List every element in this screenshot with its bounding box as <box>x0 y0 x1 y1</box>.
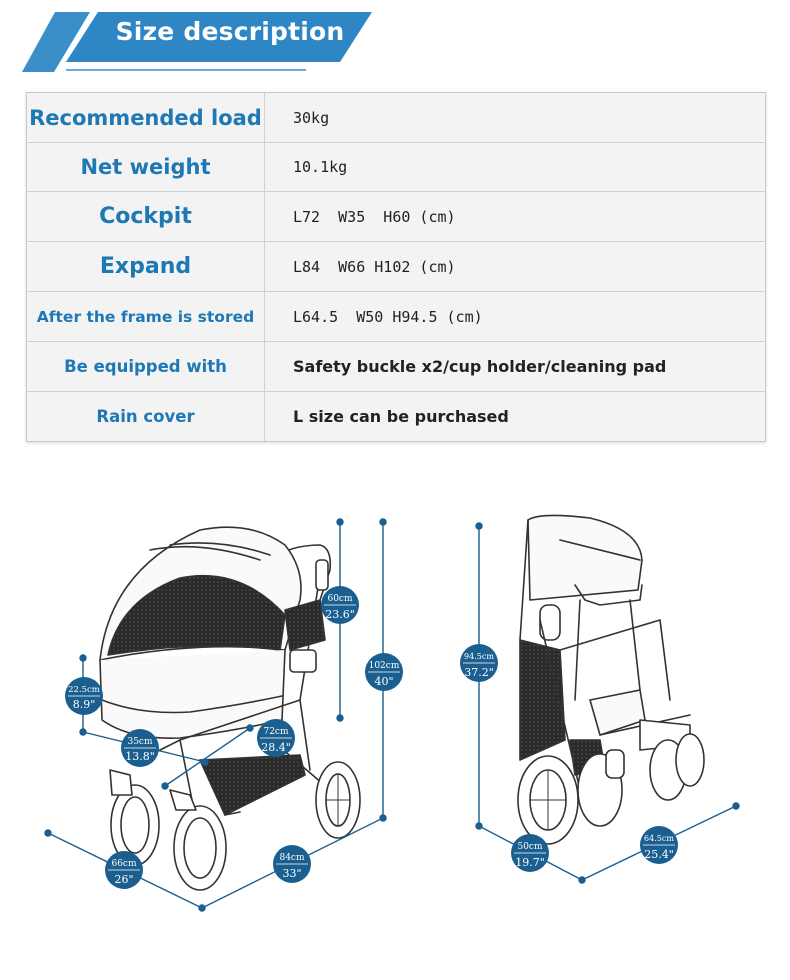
badge-folded-height: 94.5cm 37.2" <box>460 644 498 682</box>
stroller-folded-drawing <box>517 514 705 845</box>
badge-metric: 35cm <box>127 737 152 747</box>
badge-folded-length: 64.5cm 25.4" <box>640 826 678 864</box>
badge-imperial: 19.7" <box>515 856 545 869</box>
spec-row-cockpit: Cockpit L72 W35 H60 (cm) <box>27 192 765 242</box>
header-banner: Size description <box>0 0 400 80</box>
badge-imperial: 40" <box>374 675 393 688</box>
badge-total-height: 102cm 40" <box>365 653 403 691</box>
badge-metric: 60cm <box>327 594 352 604</box>
badge-total-width: 66cm 26" <box>105 851 143 889</box>
spec-label: After the frame is stored <box>27 292 265 341</box>
spec-value: 30kg <box>293 108 330 127</box>
spec-row-net-weight: Net weight 10.1kg <box>27 142 765 192</box>
badge-total-length: 84cm 33" <box>273 845 311 883</box>
spec-label: Be equipped with <box>27 342 265 391</box>
badge-metric: 94.5cm <box>464 652 494 661</box>
badge-metric: 66cm <box>111 859 136 869</box>
spec-value: L72 W35 H60 (cm) <box>293 207 456 226</box>
badge-imperial: 37.2" <box>464 666 494 679</box>
badge-metric: 22.5cm <box>68 685 100 695</box>
badge-metric: 84cm <box>279 853 304 863</box>
spec-label: Expand <box>27 242 265 291</box>
spec-row-folded: After the frame is stored L64.5 W50 H94.… <box>27 292 765 342</box>
badge-height-side: 22.5cm 8.9" <box>65 677 103 715</box>
badge-metric: 102cm <box>369 661 400 671</box>
spec-row-equipped: Be equipped with Safety buckle x2/cup ho… <box>27 342 765 392</box>
spec-value: L64.5 W50 H94.5 (cm) <box>293 307 483 326</box>
badge-imperial: 28.4" <box>261 741 291 754</box>
badge-folded-width: 50cm 19.7" <box>511 834 549 872</box>
spec-value: Safety buckle x2/cup holder/cleaning pad <box>293 357 667 376</box>
spec-label: Cockpit <box>27 192 265 241</box>
badge-metric: 50cm <box>517 842 542 852</box>
spec-value: L size can be purchased <box>293 407 509 426</box>
badge-imperial: 25.4" <box>644 848 674 861</box>
spec-row-expand: Expand L84 W66 H102 (cm) <box>27 242 765 292</box>
spec-row-rain-cover: Rain cover L size can be purchased <box>27 392 765 441</box>
banner-shape <box>22 12 372 72</box>
stroller-illustrations: 22.5cm 8.9" 35cm 13.8" 72cm 28.4" 60cm 2… <box>44 514 740 912</box>
spec-label: Rain cover <box>27 392 265 441</box>
spec-label: Net weight <box>27 142 265 191</box>
badge-seat-width: 35cm 13.8" <box>121 729 159 767</box>
stroller-expanded-drawing <box>99 526 361 891</box>
page-title: Size description <box>115 17 345 46</box>
badge-imperial: 13.8" <box>125 750 155 763</box>
spec-row-recommended-load: Recommended load 30kg <box>27 93 765 143</box>
badge-metric: 64.5cm <box>644 834 674 843</box>
badge-cockpit-height: 60cm 23.6" <box>321 586 359 624</box>
spec-value: 10.1kg <box>293 157 348 176</box>
badge-metric: 72cm <box>263 727 288 737</box>
spec-label: Recommended load <box>27 93 265 142</box>
spec-table: Recommended load 30kg Net weight 10.1kg … <box>26 92 766 442</box>
badge-cockpit-length: 72cm 28.4" <box>257 719 295 757</box>
badge-imperial: 8.9" <box>73 698 96 711</box>
badge-imperial: 23.6" <box>325 608 355 621</box>
spec-value: L84 W66 H102 (cm) <box>293 257 456 276</box>
badge-imperial: 26" <box>114 873 133 886</box>
badge-imperial: 33" <box>282 867 301 880</box>
